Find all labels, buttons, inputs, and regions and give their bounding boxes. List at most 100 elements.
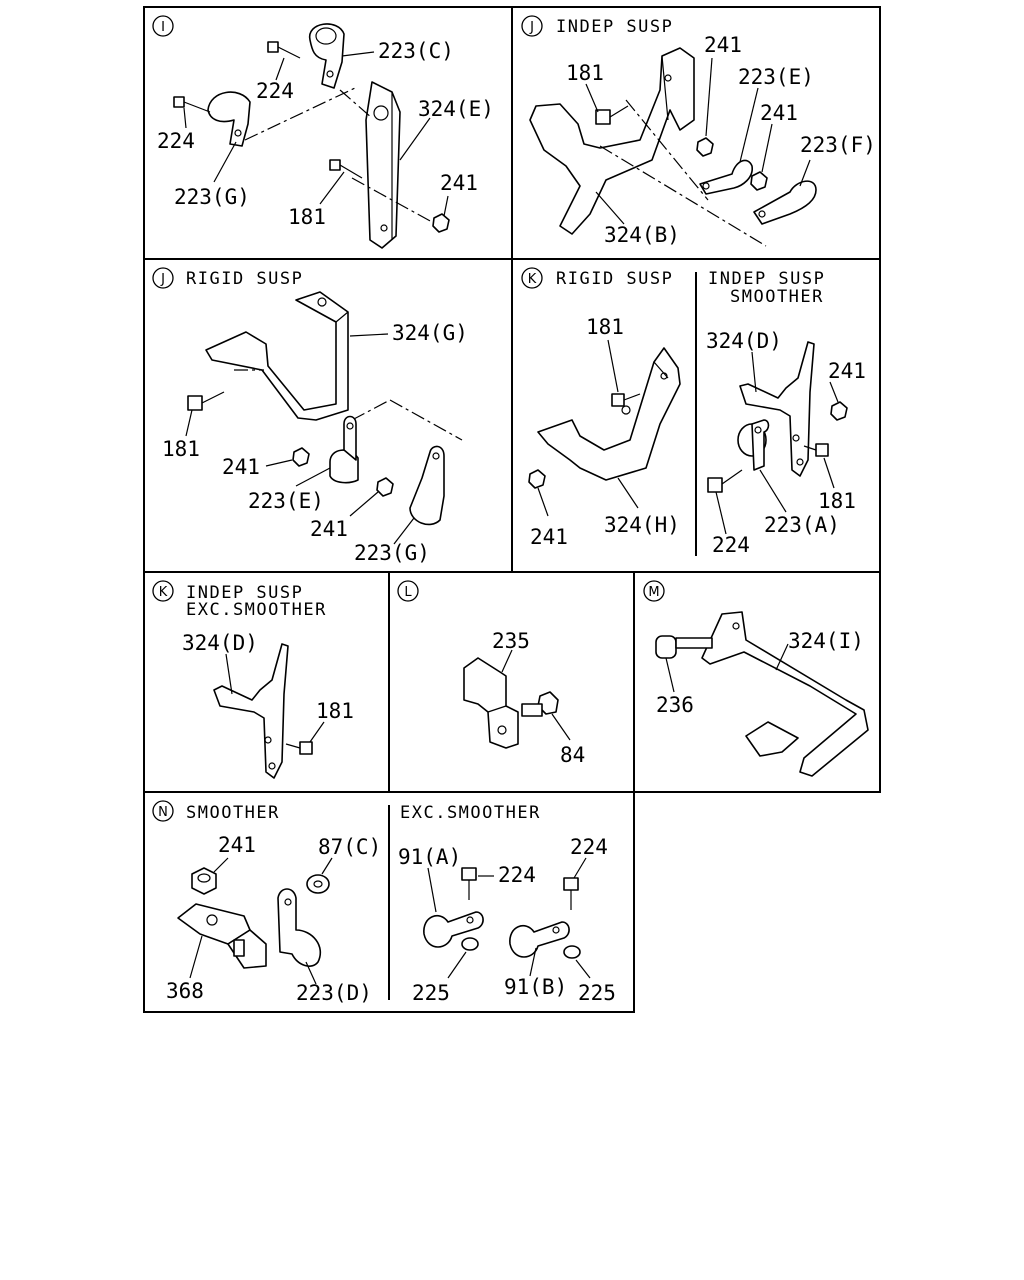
label-225-nb: 225 [578,981,616,1005]
label-324g: 324(G) [392,321,468,345]
panel-i: I [152,15,494,249]
label-223g-jr: 223(G) [354,541,430,565]
bracket-324d-smoother-drawing [739,341,815,477]
bolt-181-k-drawing [611,393,641,407]
nut-241-n-drawing [191,867,217,895]
panel-k-exc-marker: K [159,585,168,600]
nut-225-nb-drawing [563,945,581,959]
label-241-ks: 241 [828,359,866,383]
label-241-j-b: 241 [760,101,798,125]
label-224-na: 224 [498,863,536,887]
panel-i-marker: I [161,20,165,35]
bolt-181-j-drawing [595,105,629,125]
leader-lines-j-rigid [185,333,415,545]
clip-223c-drawing [309,23,345,89]
label-241-jr-b: 241 [310,517,348,541]
label-91a: 91(A) [398,845,461,869]
panel-k-smoother-heading-1: INDEP SUSP [708,269,825,289]
label-224-left: 224 [157,129,195,153]
bolt-181-drawing [329,159,363,179]
clip-223a-drawing [737,419,770,471]
label-181-k: 181 [586,315,624,339]
clip-223g-jr-drawing [409,445,445,526]
label-241-n: 241 [218,833,256,857]
label-223g: 223(G) [174,185,250,209]
panel-l: L 235 84 [397,580,585,767]
label-324d-ke: 324(D) [182,631,258,655]
bolt-224-nb-drawing [563,877,579,910]
panel-j-indep-heading: INDEP SUSP [556,17,673,37]
nut-241-j-a-drawing [696,137,714,157]
label-223e-j: 223(E) [738,65,814,89]
leader-lines-j-indep [585,57,811,225]
clip-91a-drawing [423,911,484,948]
panel-j-rigid: J RIGID SUSP [152,267,468,565]
leader-lines-m [665,643,789,693]
label-181: 181 [288,205,326,229]
bracket-324e-drawing [244,81,433,249]
label-224-nb: 224 [570,835,608,859]
panel-n-smoother: N SMOOTHER 241 87(C) 368 223(D [152,800,381,1005]
label-324b: 324(B) [604,223,680,247]
bolt-181-jr-drawing [187,391,225,411]
clip-91b-drawing [509,921,570,958]
clip-223d-drawing [277,888,321,967]
panel-k-rigid-marker: K [528,272,537,287]
panel-k-rigid-heading: RIGID SUSP [556,269,673,289]
diagram-grid [143,6,881,1013]
label-241-j-a: 241 [704,33,742,57]
label-181-jr: 181 [162,437,200,461]
label-223f: 223(F) [800,133,876,157]
bolt-224-na-drawing [461,867,477,900]
panel-n-exc: EXC.SMOOTHER [398,803,616,1005]
label-87c: 87(C) [318,835,381,859]
bracket-324b-drawing [529,47,695,235]
label-223c: 223(C) [378,39,454,63]
bracket-324d-exc-drawing [213,643,289,779]
leader-lines-n-exc [427,857,591,979]
bolt-181-ks-drawing [803,443,829,457]
label-241: 241 [440,171,478,195]
label-235: 235 [492,629,530,653]
label-224-ks: 224 [712,533,750,557]
bracket-324i-drawing [701,611,869,777]
label-223e-jr: 223(E) [248,489,324,513]
damper-368-drawing [177,903,267,969]
label-181-j: 181 [566,61,604,85]
panel-k-exc-heading-2: EXC.SMOOTHER [186,600,327,620]
panel-k-smoother-heading-2: SMOOTHER [730,287,824,307]
panel-n-smoother-heading: SMOOTHER [186,803,280,823]
bolt-181-ke-drawing [285,741,313,755]
bolt-224-ks-drawing [707,469,743,493]
label-368: 368 [166,979,204,1003]
panel-j-rigid-heading: RIGID SUSP [186,269,303,289]
nut-225-na-drawing [461,937,479,951]
panel-n-marker: N [158,805,168,820]
label-223d: 223(D) [296,981,372,1005]
leader-lines-n-smoother [189,857,333,985]
leader-lines-l [501,649,571,741]
bolt-84-drawing [521,691,559,717]
bracket-324h-drawing [537,347,681,481]
label-91b: 91(B) [504,975,567,999]
clip-223g-drawing [207,91,251,147]
label-324h: 324(H) [604,513,680,537]
label-241-k: 241 [530,525,568,549]
leader-lines-k-exc [225,653,325,743]
panel-k-exc-heading-1: INDEP SUSP [186,583,303,603]
nut-87c-drawing [306,874,330,894]
leader-lines-i [183,51,449,217]
clip-223e-j-drawing [699,159,753,195]
nut-241-k-drawing [528,469,546,489]
nut-241-drawing [432,213,450,233]
panel-m: M 324(I) 236 [643,580,869,777]
label-84: 84 [560,743,585,767]
panel-n-exc-heading: EXC.SMOOTHER [400,803,541,823]
panel-j-indep: J INDEP SUSP [521,15,876,247]
panel-j-rigid-marker: J [160,272,165,287]
label-324e: 324(E) [418,97,494,121]
nut-241-jr-b-drawing [376,477,394,497]
panel-k-rigid: K RIGID SUSP 181 241 324(H) [521,267,681,549]
label-324i: 324(I) [788,629,864,653]
panel-k-indep-exc: K INDEP SUSP EXC.SMOOTHER 324(D) 181 [152,580,354,779]
